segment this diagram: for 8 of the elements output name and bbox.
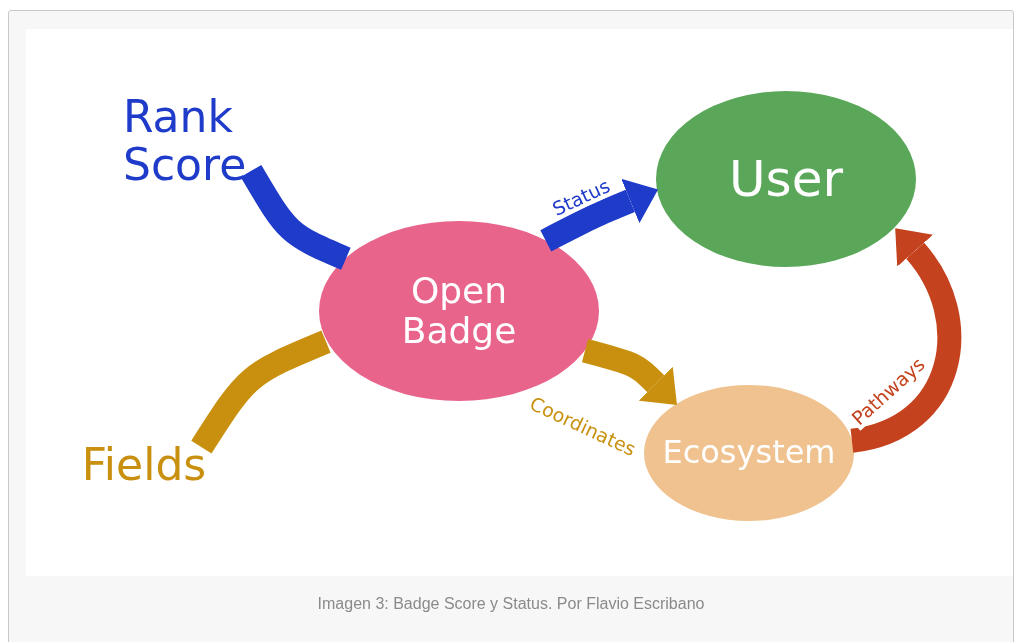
node-label: Rank Score	[123, 92, 248, 190]
node-label: Open Badge	[400, 271, 518, 351]
arrow	[581, 339, 677, 405]
node-label: Fields	[81, 440, 207, 490]
caption: Imagen 3: Badge Score y Status. Por Flavio Escribano	[316, 595, 706, 613]
node-label: Ecosystem	[662, 435, 836, 471]
arrow	[540, 178, 659, 252]
node-label: User	[729, 151, 843, 207]
